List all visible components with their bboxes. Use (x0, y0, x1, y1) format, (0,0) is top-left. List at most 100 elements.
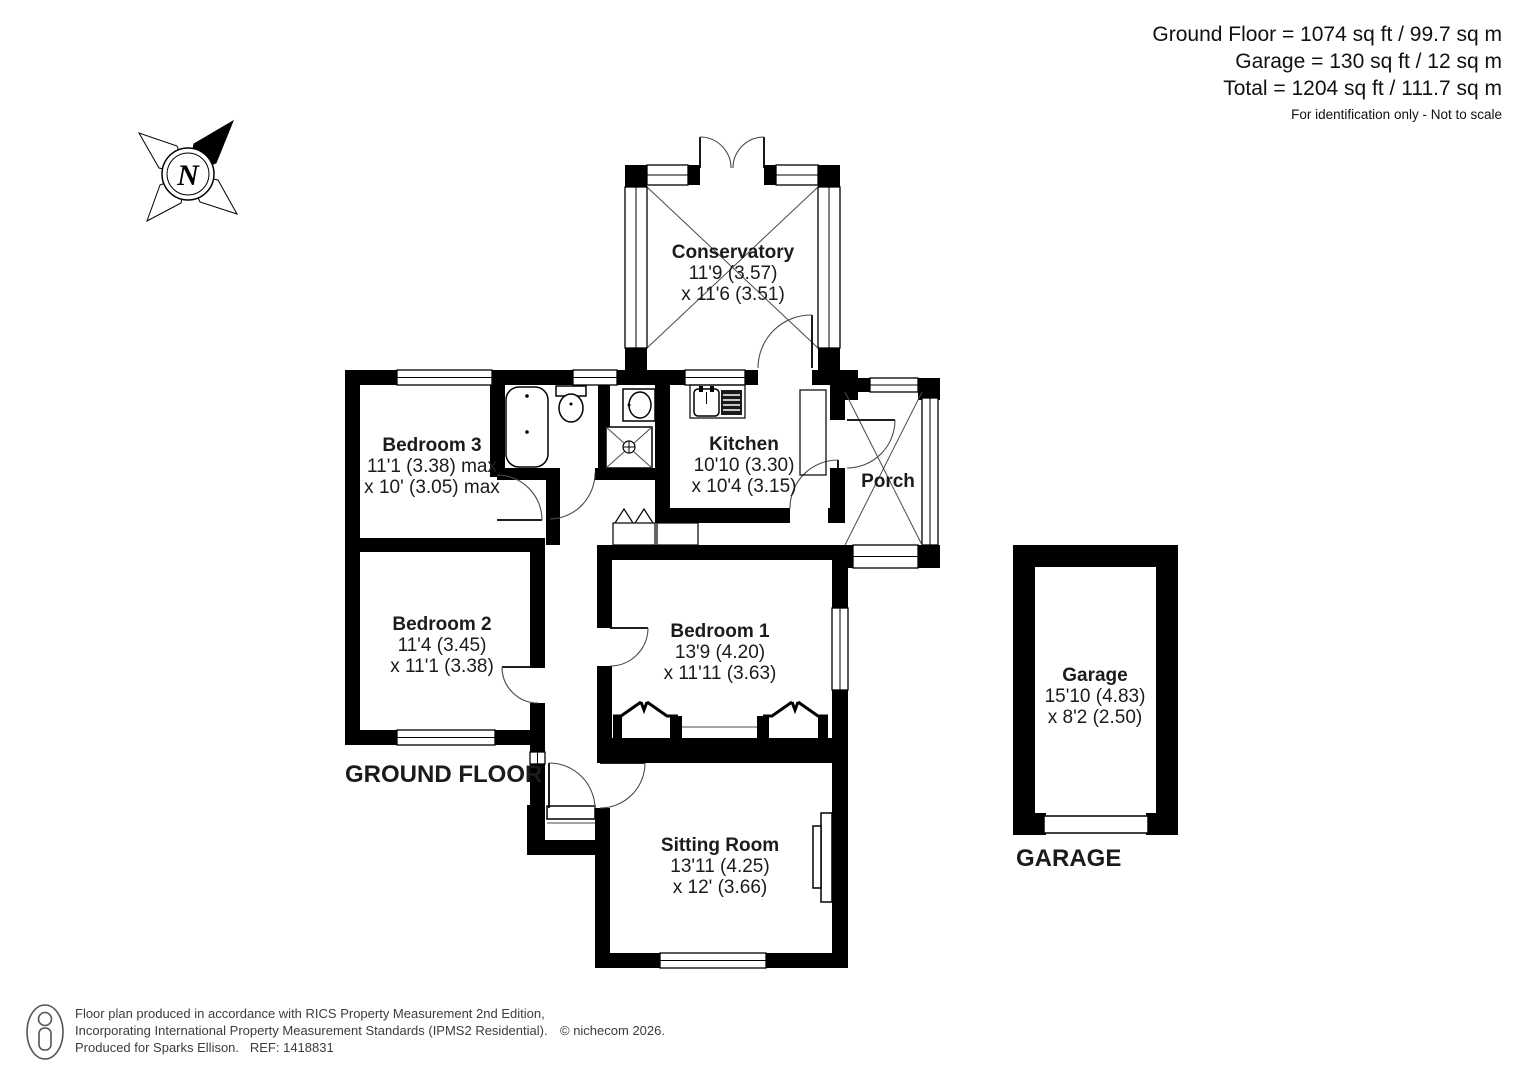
wall-segment (530, 745, 545, 752)
toilet (555, 385, 587, 423)
garage-name: Garage (1062, 665, 1127, 686)
kitchen-fixtures (689, 384, 827, 476)
porch-cross-lines (844, 391, 923, 546)
bedroom3-name: Bedroom 3 (382, 435, 481, 456)
bedroom2-window (396, 729, 496, 746)
bedroom3-window (396, 369, 493, 386)
wall-segment (832, 753, 848, 968)
wall-segment (597, 560, 612, 628)
wall-segment (1146, 813, 1178, 835)
bathtub-drain (525, 430, 529, 434)
bathroom-door (549, 472, 596, 520)
kitchen-name: Kitchen (709, 434, 779, 455)
garage-structure (1013, 545, 1178, 835)
wall-segment (832, 690, 848, 753)
wall-segment (497, 468, 550, 480)
wall-segment (818, 348, 840, 370)
wall-segment (530, 764, 545, 808)
bedroom1-dim1: 13'9 (4.20) (675, 642, 765, 663)
bathtub-tap (525, 394, 529, 398)
garage-door (1043, 815, 1149, 834)
wall-segment (745, 370, 758, 385)
sitting-room-dim1: 13'11 (4.25) (670, 856, 769, 877)
fireplace (812, 812, 833, 903)
wall-segment (345, 730, 397, 745)
hall-cupboards (612, 507, 699, 546)
bathtub (505, 386, 549, 468)
wall-segment (1013, 545, 1178, 567)
wall-segment (597, 666, 612, 753)
wall-segment (918, 378, 940, 400)
bedroom3-dim2: x 10' (3.05) max (364, 477, 500, 498)
sitting-room-window (659, 952, 767, 969)
porch-side-window (921, 397, 939, 546)
doors (496, 314, 896, 824)
wall-segment (595, 468, 655, 480)
bathroom-fixtures (505, 385, 656, 469)
porch-name: Porch (861, 471, 915, 492)
conservatory-window (624, 164, 841, 349)
kitchen-dim1: 10'10 (3.30) (694, 455, 795, 476)
wall-segment (688, 165, 700, 185)
room-conservatory: Conservatory 11'9 (3.57) x 11'6 (3.51) (624, 136, 841, 370)
wall-segment (598, 427, 606, 468)
wall-segment (597, 545, 845, 560)
room-labels: Bedroom 3 11'1 (3.38) max x 10' (3.05) m… (364, 434, 1145, 898)
bedroom1-dim2: x 11'11 (3.63) (664, 663, 777, 684)
compass-inner-ring (166, 152, 210, 196)
wall-segment (625, 348, 647, 370)
bedroom2-door (501, 666, 539, 704)
sitting-room-name: Sitting Room (661, 835, 779, 856)
bedroom1-window (831, 607, 849, 691)
bedroom1-wardrobes (613, 700, 828, 748)
wall-segment (595, 808, 610, 968)
wall-segment (495, 730, 545, 745)
area-summary: Ground Floor = 1074 sq ft / 99.7 sq m Ga… (1152, 23, 1502, 122)
wall-segment (828, 508, 845, 523)
conservatory-door (757, 314, 813, 369)
wall-segment (530, 540, 545, 668)
person-icon (26, 1004, 64, 1060)
wall-segment (345, 370, 360, 745)
kitchen-dim2: x 10'4 (3.15) (691, 476, 796, 497)
wall-segment (832, 555, 848, 608)
french-doors (699, 136, 765, 169)
garage-dim1: 15'10 (4.83) (1045, 686, 1146, 707)
sitting-room-dim2: x 12' (3.66) (673, 877, 767, 898)
wash-basin (622, 388, 656, 422)
kitchen-sink (693, 386, 720, 417)
footer-line1: Floor plan produced in accordance with R… (75, 1006, 545, 1021)
bathroom-window (572, 369, 618, 386)
wall-segment (625, 165, 647, 187)
wall-segment (345, 538, 545, 552)
bedroom2-name: Bedroom 2 (392, 614, 491, 635)
wall-segment (595, 953, 660, 968)
bedroom1-name: Bedroom 1 (670, 621, 770, 642)
wall-segment (1013, 545, 1035, 835)
wall-segment (655, 383, 670, 523)
bedroom1-door (609, 627, 649, 667)
wall-segment (617, 370, 685, 385)
wall-segment (766, 953, 848, 968)
garage-dim2: x 8'2 (2.50) (1048, 707, 1142, 728)
porch-front-door (846, 419, 896, 469)
wall-segment (818, 165, 840, 187)
ground-floor-area-text: Ground Floor = 1074 sq ft / 99.7 sq m (1152, 23, 1502, 46)
bedroom2-dim2: x 11'1 (3.38) (390, 656, 494, 677)
footer-line2: Incorporating International Property Mea… (75, 1023, 548, 1038)
compass-north-label: N (176, 159, 200, 192)
wall-segment (655, 508, 790, 523)
bedroom3-door (496, 474, 543, 521)
footer-copyright: © nichecom 2026. (560, 1023, 665, 1038)
kitchen-unit (799, 389, 827, 476)
total-area-text: Total = 1204 sq ft / 111.7 sq m (1223, 77, 1502, 100)
bedroom3-dim1: 11'1 (3.38) max (367, 456, 498, 477)
wall-segment (490, 383, 505, 477)
wall-segment (598, 383, 610, 427)
walls (345, 370, 940, 968)
compass-icon: N (137, 119, 239, 223)
kitchen-counter (689, 384, 746, 419)
kitchen-hob (721, 390, 742, 415)
ground-floor-title: GROUND FLOOR (345, 761, 542, 788)
